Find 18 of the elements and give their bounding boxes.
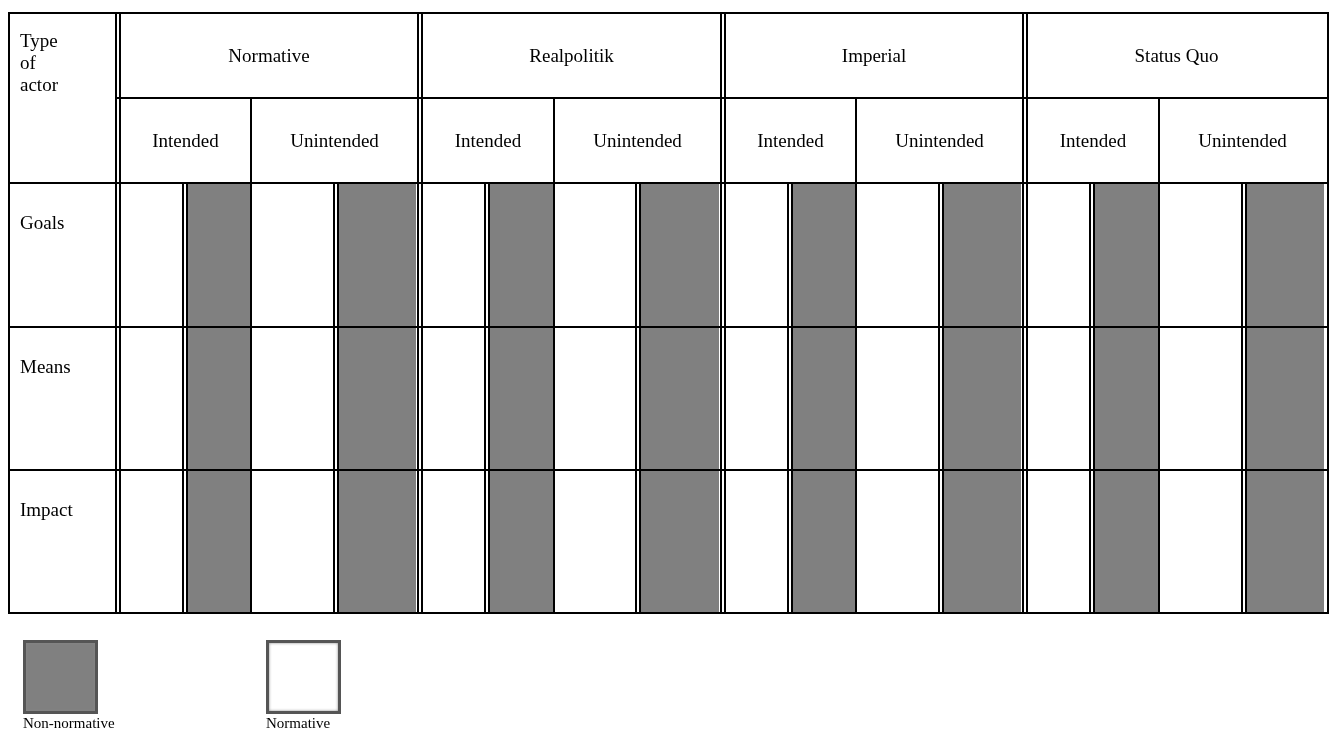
row-header: Means — [20, 356, 71, 378]
column-header: Imperial — [841, 44, 907, 67]
legend-label: Normative — [266, 714, 331, 732]
column-header: Normative — [228, 44, 310, 67]
subcolumn-header: Unintended — [895, 129, 984, 152]
subcolumn-header: Unintended — [290, 129, 379, 152]
subcolumn-header: Intended — [152, 129, 219, 152]
subcolumn-header: Intended — [1059, 129, 1127, 152]
header-text: Type of actor — [20, 30, 59, 96]
subcolumn-header: Unintended — [1198, 129, 1287, 152]
subcolumn-header: Intended — [454, 129, 522, 152]
subcolumn-header: Intended — [757, 129, 824, 152]
column-header: Realpolitik — [529, 44, 614, 67]
legend-label: Non-normative — [23, 714, 115, 732]
row-header: Goals — [20, 212, 65, 234]
row-header: Impact — [20, 499, 73, 521]
subcolumn-header: Unintended — [593, 129, 682, 152]
column-header: Status Quo — [1134, 44, 1219, 67]
